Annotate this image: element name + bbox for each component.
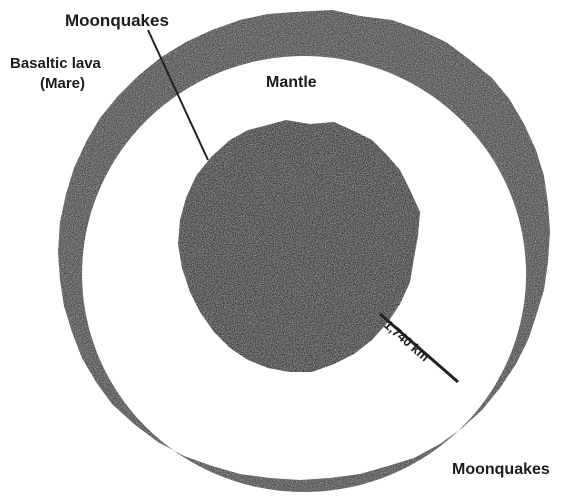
label-moonquakes-top: Moonquakes [65,11,169,30]
label-basaltic-lava: Basaltic lava [10,55,102,72]
label-moonquakes-bottom: Moonquakes [452,461,550,478]
label-mare: (Mare) [40,75,85,92]
label-mantle: Mantle [266,74,317,91]
